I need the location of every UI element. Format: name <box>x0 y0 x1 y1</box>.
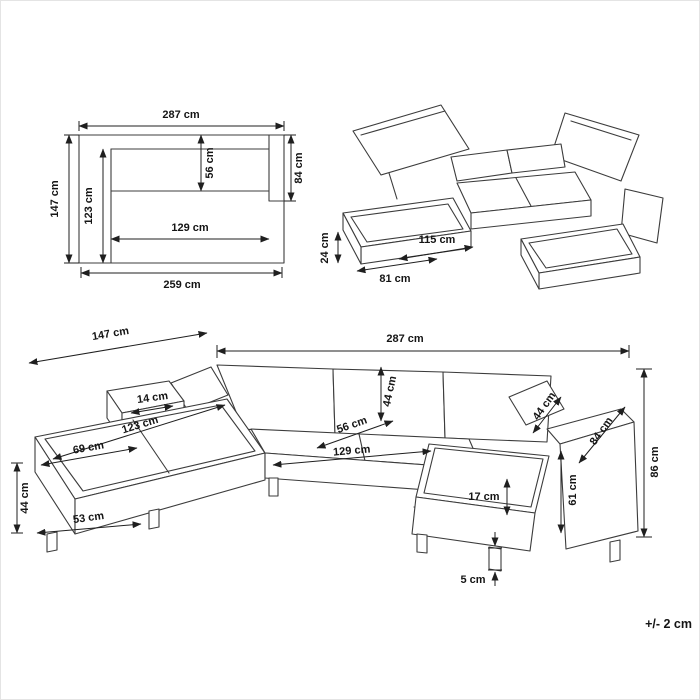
plan-dim-147-label: 147 cm <box>49 180 61 218</box>
back-cushion-left <box>450 149 513 182</box>
persp-dim-147-label: 147 cm <box>91 325 130 343</box>
sofa-leg <box>148 508 160 530</box>
persp-dim-44-left-ticks <box>11 462 23 534</box>
right-armrest-small <box>620 188 664 244</box>
persp-dim-287-label: 287 cm <box>386 333 424 345</box>
backrest-cushion-3 <box>442 371 552 443</box>
plan-dim-84-ticks <box>284 134 296 202</box>
storage-open-view-diagram: 24 cm 81 cm 115 cm <box>319 104 664 290</box>
persp-dim-69-line <box>40 446 138 467</box>
persp-dim-53-line <box>36 521 142 536</box>
left-lid-prop <box>388 172 398 200</box>
persp-dim-86-ticks <box>636 368 652 538</box>
plan-dim-56-label: 56 cm <box>204 147 216 178</box>
left-open-lid <box>352 104 470 176</box>
sofa-leg <box>609 539 621 563</box>
persp-dim-44-right-line <box>532 396 562 434</box>
persp-dim-129-line <box>272 448 432 468</box>
storage-dim-115-label: 115 cm <box>419 234 456 246</box>
persp-dim-86-label: 86 cm <box>649 446 661 477</box>
persp-dim-14-label: 14 cm <box>136 390 169 406</box>
plan-dim-287-ticks <box>78 121 285 131</box>
plan-dim-84-label: 84 cm <box>293 152 305 183</box>
persp-dim-5-label: 5 cm <box>460 574 485 586</box>
back-cushion-right <box>506 143 566 174</box>
persp-dim-61-label: 61 cm <box>567 474 579 505</box>
sofa-leg <box>46 531 58 553</box>
persp-dim-84-line <box>578 406 626 464</box>
right-chaise-cushion <box>423 447 544 508</box>
storage-dim-24-label: 24 cm <box>319 232 331 263</box>
perspective-dimension-diagram: 147 cm 287 cm 44 cm 14 cm 123 cm 56 cm 1… <box>11 325 661 586</box>
right-storage-box-inner <box>528 228 633 269</box>
left-lid-inner-line <box>360 110 446 136</box>
persp-dim-147-line <box>28 330 208 366</box>
persp-dim-287-ticks <box>216 345 630 358</box>
right-lid-inner-line <box>570 120 632 141</box>
sofa-leg <box>268 477 279 497</box>
plan-dim-259-ticks <box>80 267 283 278</box>
tolerance-note: +/- 2 cm <box>645 617 692 631</box>
storage-dim-115-line <box>398 244 474 262</box>
sofa-leg <box>488 546 502 572</box>
center-seat-seam <box>515 177 532 207</box>
plan-dim-147-ticks <box>64 134 79 264</box>
plan-dim-123-label: 123 cm <box>83 187 95 225</box>
center-seat-front <box>470 199 592 230</box>
persp-dim-44-left-label: 44 cm <box>19 482 31 513</box>
left-storage-box-inner <box>350 203 464 243</box>
plan-view-diagram: 287 cm 147 cm 123 cm 56 cm 84 cm 129 cm … <box>49 109 305 291</box>
persp-dim-56-line <box>316 420 394 449</box>
plan-right-arm-line <box>268 134 285 202</box>
plan-dim-287-label: 287 cm <box>162 109 200 121</box>
right-open-lid <box>550 112 640 182</box>
plan-dim-259-label: 259 cm <box>163 279 201 291</box>
sofa-leg <box>416 533 428 554</box>
plan-outline <box>78 134 285 264</box>
persp-dim-17-label: 17 cm <box>468 491 499 503</box>
persp-dim-5-ticks <box>488 547 502 571</box>
storage-dim-81-label: 81 cm <box>379 273 410 285</box>
right-storage-box-side <box>520 238 540 290</box>
plan-dim-129-label: 129 cm <box>171 222 209 234</box>
